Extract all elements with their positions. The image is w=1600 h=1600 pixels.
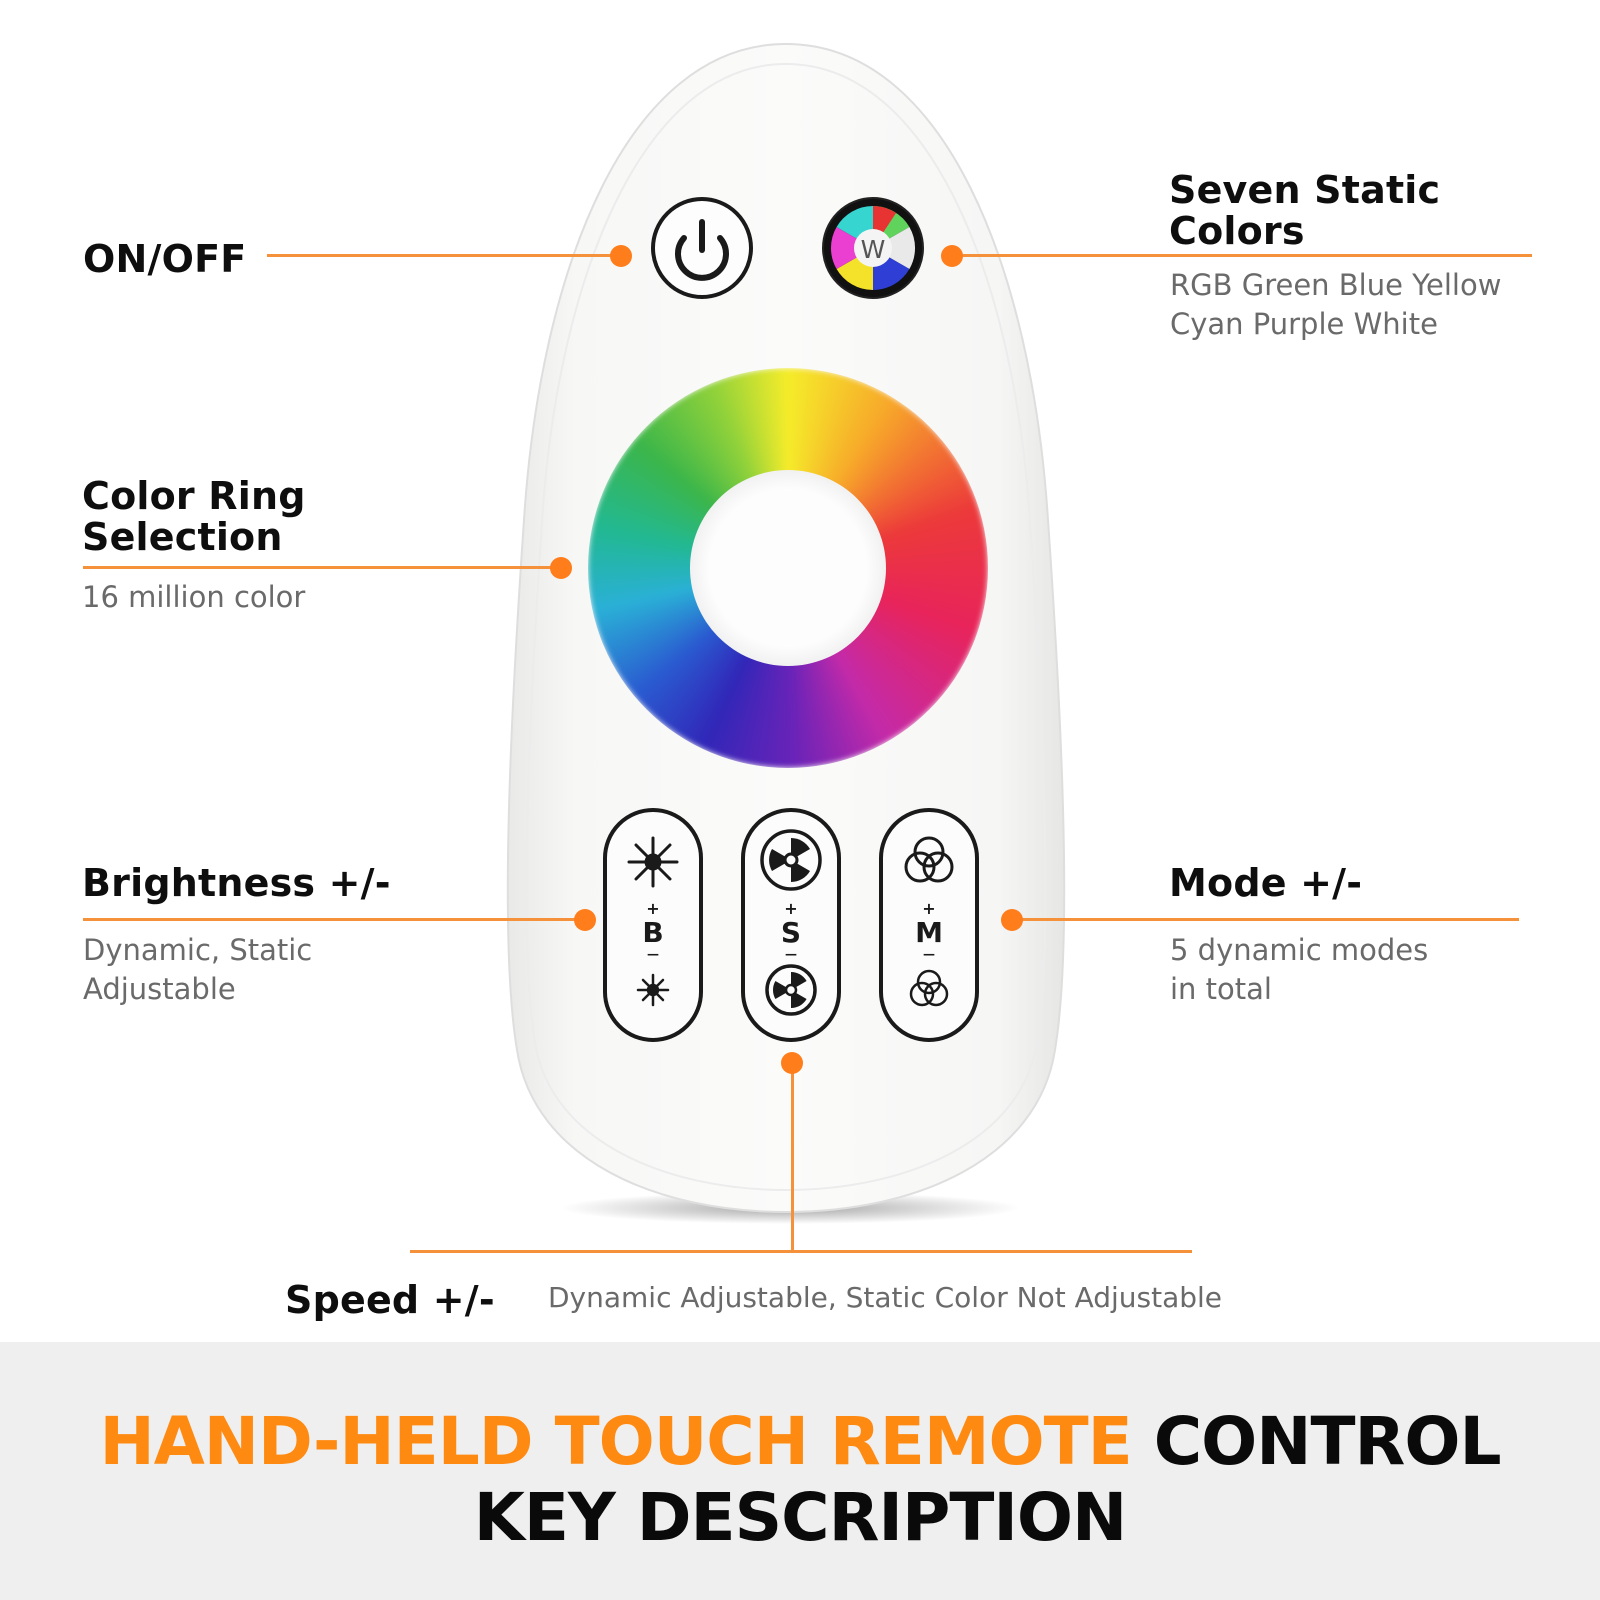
- fan-large-icon: [760, 829, 822, 891]
- on-off-callout-dot: [610, 245, 632, 267]
- speed-callout-vertical-line: [791, 1063, 794, 1253]
- speed-callout-line: [410, 1250, 1192, 1253]
- color-wheel-icon: [830, 205, 916, 290]
- brightness-desc-line1: Dynamic, Static: [83, 933, 313, 967]
- sun-small-icon: [636, 973, 670, 1007]
- mode-desc-line1: 5 dynamic modes: [1170, 933, 1429, 967]
- seven-colors-desc-line2: Cyan Purple White: [1170, 307, 1438, 341]
- sun-large-icon: [627, 836, 679, 888]
- seven-colors-callout-dot: [941, 245, 963, 267]
- on-off-callout-line: [267, 254, 621, 257]
- speed-plus: +: [784, 899, 797, 918]
- banner-title-orange: HAND-HELD TOUCH REMOTE: [99, 1403, 1132, 1480]
- brightness-minus: —: [647, 947, 659, 961]
- banner-subtitle: KEY DESCRIPTION: [473, 1479, 1128, 1556]
- brightness-plus: +: [646, 899, 659, 918]
- fan-small-icon: [765, 964, 817, 1016]
- seven-colors-desc-line1: RGB Green Blue Yellow: [1170, 268, 1502, 302]
- color-ring-title-line1: Color Ring: [82, 474, 306, 518]
- mode-minus: —: [923, 947, 935, 961]
- color-ring-title-line2: Selection: [82, 515, 283, 559]
- mode-callout-dot: [1001, 909, 1023, 931]
- power-icon: [675, 219, 729, 281]
- mode-plus: +: [922, 899, 935, 918]
- mode-title: Mode +/-: [1169, 861, 1363, 905]
- mode-letter: M: [915, 916, 943, 949]
- circles-small-icon: [909, 969, 949, 1007]
- speed-callout-dot: [781, 1052, 803, 1074]
- color-ring-desc: 16 million color: [82, 580, 306, 614]
- seven-colors-title-line2: Colors: [1169, 209, 1305, 253]
- brightness-letter: B: [642, 916, 663, 949]
- speed-title: Speed +/-: [285, 1278, 495, 1322]
- mode-desc-line2: in total: [1170, 972, 1272, 1006]
- speed-minus: —: [785, 947, 797, 961]
- brightness-desc-line2: Adjustable: [83, 972, 236, 1006]
- brightness-callout-dot: [574, 909, 596, 931]
- color-ring-center: [690, 470, 886, 666]
- mode-callout-line: [1012, 918, 1519, 921]
- brightness-callout-line: [83, 918, 585, 921]
- circles-large-icon: [904, 836, 954, 883]
- speed-desc: Dynamic Adjustable, Static Color Not Adj…: [548, 1281, 1223, 1314]
- banner-title-black: CONTROL: [1153, 1403, 1502, 1480]
- remote-control-illustration: W + B —: [506, 42, 1066, 1224]
- color-ring-callout-line: [83, 566, 561, 569]
- brightness-title: Brightness +/-: [82, 861, 391, 905]
- mode-key[interactable]: + M —: [879, 808, 979, 1042]
- color-ring-callout-dot: [550, 557, 572, 579]
- brightness-key[interactable]: + B —: [603, 808, 703, 1042]
- speed-key[interactable]: + S —: [741, 808, 841, 1042]
- white-button-letter: W: [861, 235, 886, 264]
- seven-colors-callout-line: [952, 254, 1532, 257]
- on-off-title: ON/OFF: [83, 237, 247, 281]
- speed-letter: S: [781, 916, 801, 949]
- seven-colors-button[interactable]: W: [822, 197, 924, 299]
- banner-title-line1: HAND-HELD TOUCH REMOTE CONTROL: [0, 1406, 1600, 1478]
- power-button[interactable]: [651, 197, 753, 299]
- title-banner: HAND-HELD TOUCH REMOTE CONTROL KEY DESCR…: [0, 1342, 1600, 1600]
- remote-face-edge: [525, 62, 1047, 1192]
- seven-colors-title-line1: Seven Static: [1169, 168, 1441, 212]
